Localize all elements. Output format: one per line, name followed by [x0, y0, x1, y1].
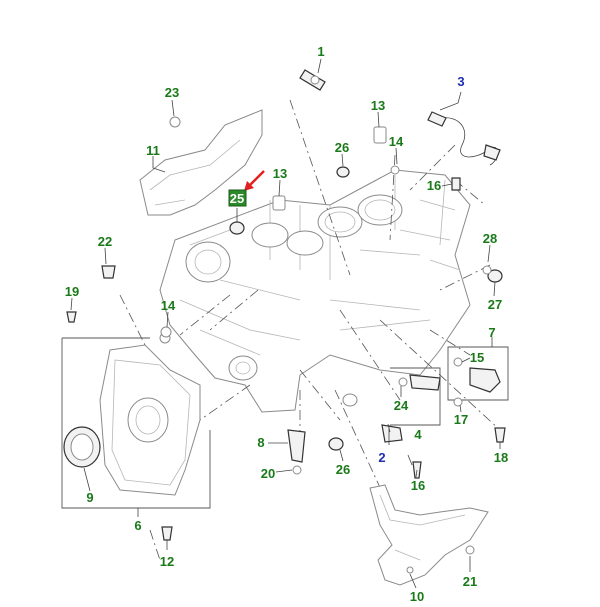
- callout-19: 19: [65, 284, 79, 299]
- callout-10: 10: [410, 589, 424, 604]
- callout-17: 17: [454, 412, 468, 427]
- heat-shield: [139, 109, 263, 216]
- callout-7: 7: [488, 325, 495, 340]
- callout-12: 12: [160, 554, 174, 569]
- callout-25: 25: [230, 191, 244, 206]
- callout-14-top: 14: [389, 134, 404, 149]
- callout-26-top: 26: [335, 140, 349, 155]
- callout-23: 23: [165, 85, 179, 100]
- callout-6: 6: [134, 518, 141, 533]
- callout-20: 20: [261, 466, 275, 481]
- timing-cover-group: [61, 332, 211, 509]
- callout-27: 27: [488, 297, 502, 312]
- callout-3: 3: [457, 74, 464, 89]
- callout-25-highlight: [228, 189, 247, 207]
- callout-2: 2: [378, 450, 385, 465]
- oil-pan-gasket: [369, 484, 489, 586]
- sensor-3-harness: [427, 111, 501, 166]
- oil-pressure-sensor-group: [390, 265, 509, 426]
- callout-21: 21: [463, 574, 477, 589]
- callout-13-mid: 13: [273, 166, 287, 181]
- attention-arrow: [244, 170, 265, 191]
- callout-8: 8: [257, 435, 264, 450]
- callout-14-left: 14: [161, 298, 176, 313]
- dowels-and-plugs: [229, 126, 461, 451]
- leader-lines: [70, 58, 501, 589]
- callout-15: 15: [470, 350, 484, 365]
- crankshaft-sensor-2: [381, 424, 413, 466]
- callout-22: 22: [98, 234, 112, 249]
- callout-1: 1: [317, 44, 324, 59]
- callout-24: 24: [394, 398, 409, 413]
- bolts: [66, 177, 506, 541]
- arrow-shaft: [248, 170, 265, 187]
- bracket-8: [287, 429, 306, 475]
- callout-18: 18: [494, 450, 508, 465]
- callout-labels: 1 2 3 4 6 7 8 9 10 11 12 13 13 14 14 15 …: [65, 44, 508, 604]
- callout-26-bottom: 26: [336, 462, 350, 477]
- callout-4: 4: [414, 427, 422, 442]
- sensor-1: [299, 69, 326, 91]
- callout-13-top: 13: [371, 98, 385, 113]
- callout-11: 11: [146, 143, 160, 158]
- callout-9: 9: [86, 490, 93, 505]
- callout-16-bottom: 16: [411, 478, 425, 493]
- arrow-head: [244, 181, 254, 191]
- callout-16-top: 16: [427, 178, 441, 193]
- cylinder-block: [159, 169, 471, 413]
- callout-28: 28: [483, 231, 497, 246]
